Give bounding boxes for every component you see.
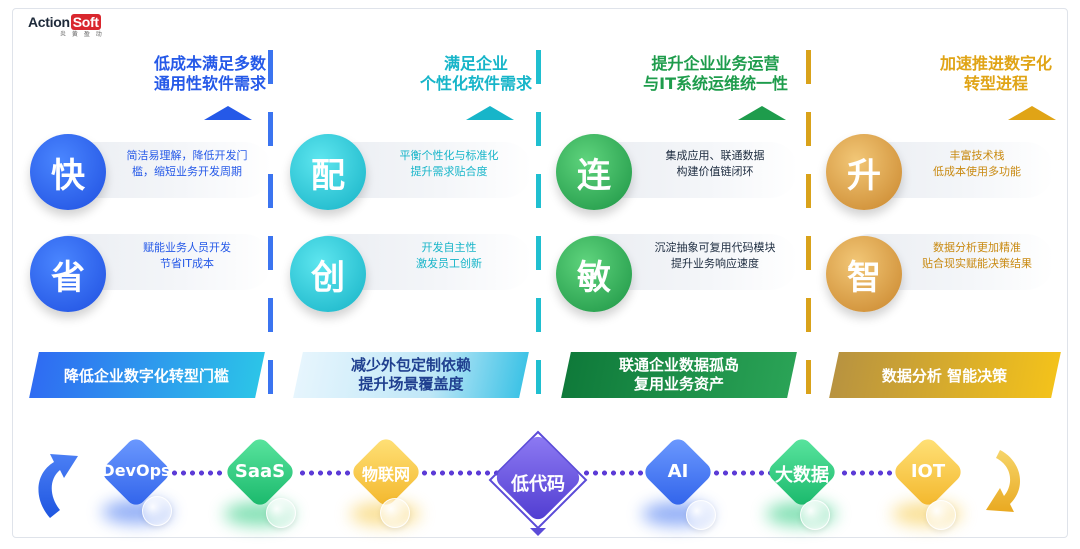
- column-4-banner: 数据分析 智能决策: [829, 352, 1061, 398]
- column-2-item-1-text: 平衡个性化与标准化提升需求贴合度: [399, 149, 499, 178]
- tech-lowcode-label: 低代码: [511, 474, 565, 495]
- column-1-item-1-text: 简洁易理解，降低开发门槛，缩短业务开发周期: [126, 149, 248, 178]
- column-1-item-2-text: 赋能业务人员开发节省IT成本: [143, 241, 231, 270]
- column-4-title: 加速推进数字化转型进程: [939, 54, 1052, 93]
- column-4-item-1-text: 丰富技术栈低成本使用多功能: [933, 149, 1021, 178]
- divider-3: [806, 50, 811, 410]
- left-curve-arrow-icon: [38, 454, 78, 518]
- connector-6: [840, 470, 892, 476]
- column-4-triangle: [1008, 106, 1056, 120]
- ai-bubble: [686, 500, 716, 530]
- column-4-item-2-circle: 智: [826, 236, 902, 312]
- column-3-title: 提升企业业务运营与IT系统运维统一性: [643, 54, 788, 93]
- iot-bubble: [926, 500, 956, 530]
- column-2-item-2-circle: 创: [290, 236, 366, 312]
- column-3-item-2-text: 沉淀抽象可复用代码模块提升业务响应速度: [654, 241, 776, 270]
- column-2-banner: 减少外包定制依赖提升场景覆盖度: [293, 352, 529, 398]
- column-1-banner: 降低企业数字化转型门槛: [29, 352, 265, 398]
- devops-bubble: [142, 496, 172, 526]
- tech-saas-label: SaaS: [234, 461, 286, 482]
- column-2-title: 满足企业个性化软件需求: [419, 54, 532, 93]
- tech-wulianwang-label: 物联网: [361, 465, 410, 484]
- column-3-item-1-circle: 连: [556, 134, 632, 210]
- logo-subtitle: 炎 黄 盈 动: [60, 31, 104, 38]
- bigdata-bubble: [800, 500, 830, 530]
- column-3-item-2-circle: 敏: [556, 236, 632, 312]
- divider-2: [536, 50, 541, 410]
- column-1-triangle: [204, 106, 252, 120]
- column-3: 提升企业业务运营与IT系统运维统一性 集成应用、联通数据构建价值链闭环 连 沉淀…: [548, 0, 808, 549]
- connector-5: [712, 470, 772, 476]
- column-2-item-2-text: 开发自主性激发员工创新: [416, 241, 482, 270]
- column-2-item-1-circle: 配: [290, 134, 366, 210]
- tech-iot-label: IOT: [910, 461, 946, 482]
- right-curve-arrow-icon: [986, 450, 1021, 512]
- column-3-triangle: [738, 106, 786, 120]
- wulianwang-bubble: [380, 498, 410, 528]
- column-1-item-1-circle: 快: [30, 134, 106, 210]
- divider-1: [268, 50, 273, 410]
- column-3-banner: 联通企业数据孤岛复用业务资产: [561, 352, 797, 398]
- diagram-frame: [12, 8, 1068, 538]
- column-3-item-1-text: 集成应用、联通数据构建价值链闭环: [665, 149, 765, 178]
- column-1-title: 低成本满足多数通用性软件需求: [153, 54, 266, 93]
- column-1-item-2-circle: 省: [30, 236, 106, 312]
- tech-bigdata-label: 大数据: [775, 465, 829, 486]
- connector-1: [170, 470, 222, 476]
- connector-2: [298, 470, 356, 476]
- connector-4: [582, 470, 644, 476]
- saas-bubble: [266, 498, 296, 528]
- column-4: 加速推进数字化转型进程 丰富技术栈低成本使用多功能 升 数据分析更加精准贴合现实…: [818, 0, 1078, 549]
- column-2: 满足企业个性化软件需求 平衡个性化与标准化提升需求贴合度 配 开发自主性激发员工…: [282, 0, 542, 549]
- tech-devops-label: DevOps: [101, 461, 171, 480]
- logo-text: Action: [28, 14, 70, 30]
- column-4-item-1-circle: 升: [826, 134, 902, 210]
- connector-3: [420, 470, 502, 476]
- column-1: 低成本满足多数通用性软件需求 简洁易理解，降低开发门槛，缩短业务开发周期 快 赋…: [16, 0, 276, 549]
- logo-text-soft: Soft: [70, 14, 101, 30]
- column-2-triangle: [466, 106, 514, 120]
- tech-ai-label: AI: [667, 461, 689, 482]
- column-4-item-2-text: 数据分析更加精准贴合现实赋能决策结果: [922, 241, 1032, 270]
